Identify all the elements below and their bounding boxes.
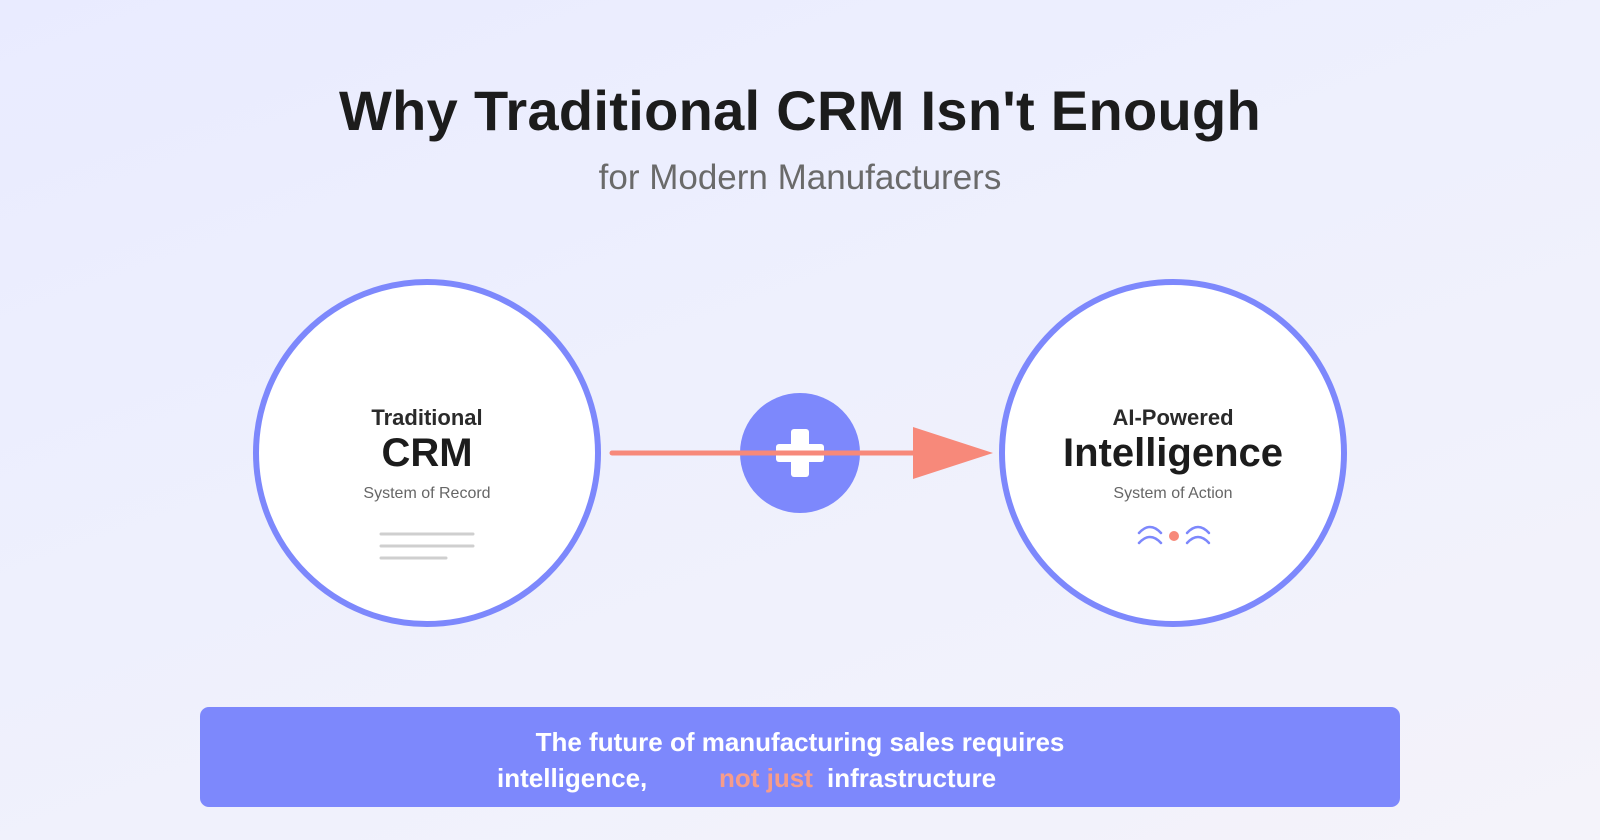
page-subtitle: for Modern Manufacturers [598, 158, 1002, 197]
banner-line-2-prefix: intelligence, [497, 763, 648, 793]
left-title: CRM [381, 431, 473, 475]
left-kicker: Traditional [371, 405, 483, 430]
signal-waves-icon [1137, 525, 1211, 545]
banner-line-2-emphasis: not just [719, 763, 813, 793]
arrow-right-icon [609, 427, 993, 479]
page-title: Why Traditional CRM Isn't Enough [339, 79, 1261, 142]
left-caption: System of Record [363, 485, 491, 502]
banner-line-2-suffix: infrastructure [827, 763, 997, 793]
document-lines-icon [379, 532, 475, 560]
right-caption: System of Action [1113, 485, 1233, 502]
right-kicker: AI-Powered [1112, 405, 1234, 430]
right-circle [999, 279, 1347, 627]
right-circle-text: AI-Powered Intelligence System of Action [1003, 405, 1343, 503]
banner-line-1: The future of manufacturing sales requir… [535, 727, 1065, 757]
right-title: Intelligence [1062, 431, 1284, 475]
left-circle [253, 279, 601, 627]
conclusion-banner: The future of manufacturing sales requir… [200, 707, 1400, 807]
left-circle-text: Traditional CRM System of Record [257, 405, 597, 503]
